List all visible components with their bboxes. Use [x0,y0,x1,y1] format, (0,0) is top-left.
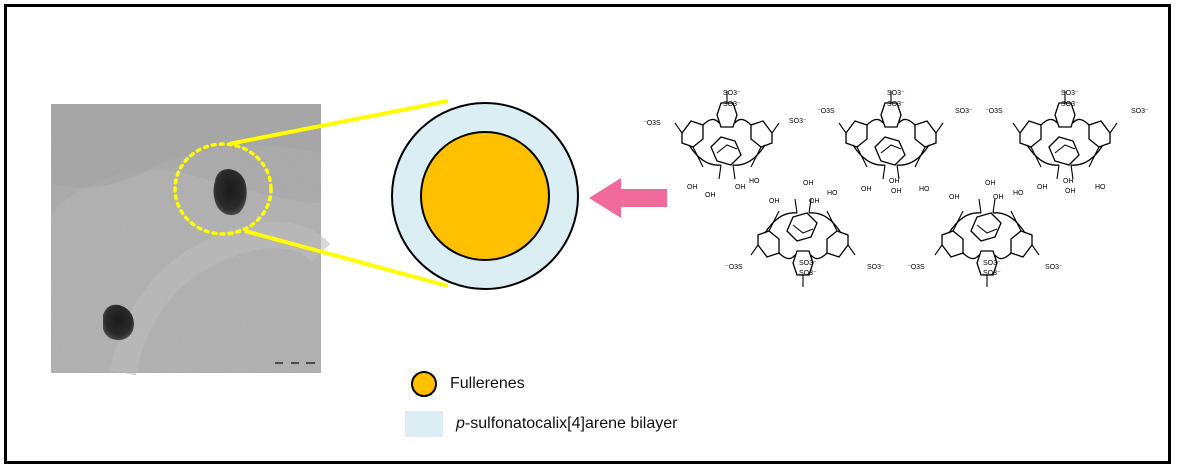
oh-label: HO [1013,190,1024,197]
zoom-line-bottom [244,229,449,288]
tem-micrograph [51,104,331,376]
assembly-arrow [589,178,667,218]
oh-label: OH [705,192,716,199]
oh-label: OH [809,198,820,205]
so3-label: SO3⁻ [955,108,973,115]
so3-label: SO3⁻ [983,260,1001,267]
calixarene-3: ⁻O3S SO3⁻ SO3⁻ SO3⁻ OH OH OH HO [985,90,1149,195]
nanoparticle-large [213,169,247,216]
so3-label: SO3⁻ [887,101,905,108]
oh-label: OH [993,194,1004,201]
oh-label: OH [891,188,902,195]
oh-label: OH [1065,188,1076,195]
oh-label: OH [735,184,746,191]
calixarene-5-labels: OH OH OH HO ⁻O3S SO3⁻ SO3⁻ SO3⁻ [907,180,1063,277]
so3-label: SO3⁻ [887,90,905,97]
so3-label: SO3⁻ [867,264,885,271]
bilayer-swatch [405,411,443,437]
so3-label: ⁻O3S [985,108,1003,115]
calixarene-1: ⁻O3S SO3⁻ SO3⁻ SO3⁻ OH OH OH HO [643,90,807,199]
fullerene-core [420,131,550,261]
oh-label: OH [769,198,780,205]
legend-item-bilayer: p-sulfonatocalix[4]arene bilayer [405,411,677,437]
oh-label: HO [919,186,930,193]
oh-label: OH [949,194,960,201]
so3-label: ⁻O3S [725,264,743,271]
oh-label: OH [687,184,698,191]
legend-item-fullerenes: Fullerenes [411,371,525,397]
figure-frame: ⁻O3S SO3⁻ SO3⁻ SO3⁻ OH OH OH HO ⁻O3S SO3… [4,4,1171,464]
highlight-circle [173,142,273,236]
so3-label: ⁻O3S [907,264,925,271]
so3-label: SO3⁻ [1061,101,1079,108]
figure-canvas: ⁻O3S SO3⁻ SO3⁻ SO3⁻ OH OH OH HO ⁻O3S SO3… [51,90,1149,376]
oh-label: HO [749,178,760,185]
legend-label-bilayer: p-sulfonatocalix[4]arene bilayer [456,415,678,432]
calixarene-4-labels: OH OH OH HO ⁻O3S SO3⁻ SO3⁻ SO3⁻ [725,180,885,277]
so3-label: SO3⁻ [723,101,741,108]
calixarene-structures: ⁻O3S SO3⁻ SO3⁻ SO3⁻ OH OH OH HO ⁻O3S SO3… [643,90,1149,288]
oh-label: HO [827,190,838,197]
fullerene-swatch [411,371,437,397]
oh-label: OH [985,180,996,187]
so3-label: SO3⁻ [723,90,741,97]
so3-label: ⁻O3S [643,120,661,127]
core-shell-particle [391,102,579,290]
so3-label: SO3⁻ [799,260,817,267]
so3-label: SO3⁻ [1131,108,1149,115]
legend-label-fullerenes: Fullerenes [450,375,525,392]
so3-label: SO3⁻ [983,270,1001,277]
so3-label: ⁻O3S [817,108,835,115]
oh-label: OH [861,186,872,193]
oh-label: OH [1063,178,1074,185]
calixarene-2: ⁻O3S SO3⁻ SO3⁻ SO3⁻ OH OH OH HO [817,90,973,195]
so3-label: SO3⁻ [799,270,817,277]
zoom-line-top [228,99,449,146]
so3-label: SO3⁻ [789,118,807,125]
oh-label: OH [889,178,900,185]
oh-label: OH [803,180,814,187]
oh-label: HO [1095,184,1106,191]
oh-label: OH [1037,184,1048,191]
nanoparticle-small [103,304,134,341]
so3-label: SO3⁻ [1061,90,1079,97]
so3-label: SO3⁻ [1045,264,1063,271]
